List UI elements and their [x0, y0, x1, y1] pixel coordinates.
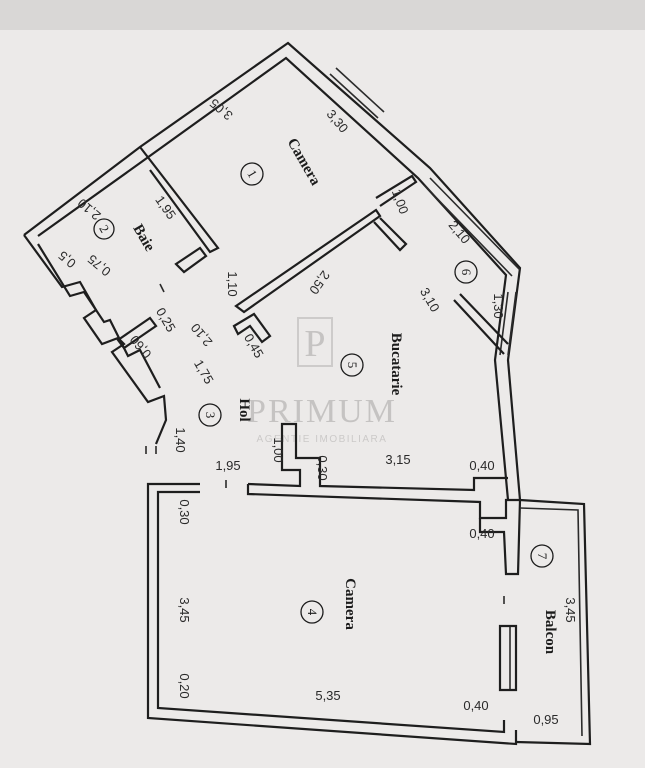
room-4-number: 4: [305, 609, 320, 616]
dim-1-95-hol: 1,95: [215, 458, 240, 473]
baie-door-mark: [159, 283, 165, 293]
room-6-number: 6: [459, 269, 474, 276]
room-5-number-circle: [340, 353, 364, 377]
window-right: [423, 177, 521, 277]
balcony-inner: [519, 507, 583, 737]
window-camera1: [329, 67, 385, 119]
dim-1-00-mid: 1,00: [271, 437, 286, 462]
outer-wall-left-inner: [37, 243, 161, 389]
balcony-outline: [515, 498, 592, 746]
room-7-name: Balcon: [542, 610, 558, 655]
window-right-lower: [499, 291, 517, 356]
outer-wall-upper-inner: [37, 56, 510, 501]
wall-right-column: [478, 499, 522, 576]
room-2-number-circle: [93, 218, 115, 240]
watermark-brand: PRIMUM: [247, 393, 397, 430]
room-5-name: Bucatarie: [388, 333, 404, 396]
window-frame-balcon: [498, 624, 518, 692]
room-3-number: 3: [203, 412, 218, 419]
dim-5-35: 5,35: [315, 688, 340, 703]
room-5-number: 5: [345, 362, 360, 369]
room-3-number-circle: [198, 403, 222, 427]
room-4-name: Camera: [342, 578, 358, 630]
room-camera-4: 4 Camera: [300, 578, 358, 630]
dim-3-45-balcon: 3,45: [563, 597, 578, 622]
room-4-number-circle: [300, 600, 324, 624]
dim-3-45-left: 3,45: [177, 597, 192, 622]
dim-1-30: 1,30: [491, 293, 506, 318]
outer-wall-lower: [146, 482, 518, 746]
wall-baie-door: [174, 246, 208, 274]
dim-0-40-b: 0,40: [469, 526, 494, 541]
dim-0-30-left: 0,30: [177, 499, 192, 524]
room-6: 6: [454, 260, 478, 284]
dim-0-30-mid: 0,30: [315, 455, 330, 480]
wall-camera1-baie: [139, 146, 220, 254]
dim-3-15: 3,15: [385, 452, 410, 467]
watermark-frame: [297, 317, 333, 367]
wall-stub-top: [375, 174, 418, 207]
watermark-monogram: P: [304, 323, 325, 365]
paper-top-shadow: [0, 0, 645, 30]
room-1-number-circle: [240, 162, 264, 186]
dim-1-10: 1,10: [225, 271, 240, 296]
entry-door-mark: [145, 446, 157, 454]
room-bucatarie: 5 Bucatarie: [340, 333, 404, 396]
dim-1-40: 1,40: [173, 427, 188, 452]
outer-wall-lower-inner: [156, 490, 506, 734]
dim-0-40-a: 0,40: [469, 458, 494, 473]
walls: [23, 41, 592, 746]
watermark: P PRIMUM AGENTIE IMOBILIARA: [247, 317, 397, 445]
room-hol: 3 Hol: [198, 398, 252, 427]
room-balcon: 7 Balcon: [530, 544, 558, 655]
dim-0-40-c: 0,40: [463, 698, 488, 713]
wall-hol-baie: [116, 316, 158, 350]
room-6-number-circle: [454, 260, 478, 284]
wall-kitchen-diagonal: [453, 293, 509, 355]
wall-stub-kitchen: [373, 217, 408, 252]
room-3-name: Hol: [236, 398, 252, 421]
wall-hol-partition: [247, 422, 508, 492]
room-7-number: 7: [535, 553, 550, 560]
watermark-subtitle: AGENTIE IMOBILIARA: [257, 434, 388, 445]
dim-0-95: 0,95: [533, 712, 558, 727]
wall-hol-bucatarie: [232, 312, 272, 344]
dim-0-20: 0,20: [177, 673, 192, 698]
wall-camera1-bucatarie: [234, 208, 382, 314]
room-7-number-circle: [530, 544, 554, 568]
